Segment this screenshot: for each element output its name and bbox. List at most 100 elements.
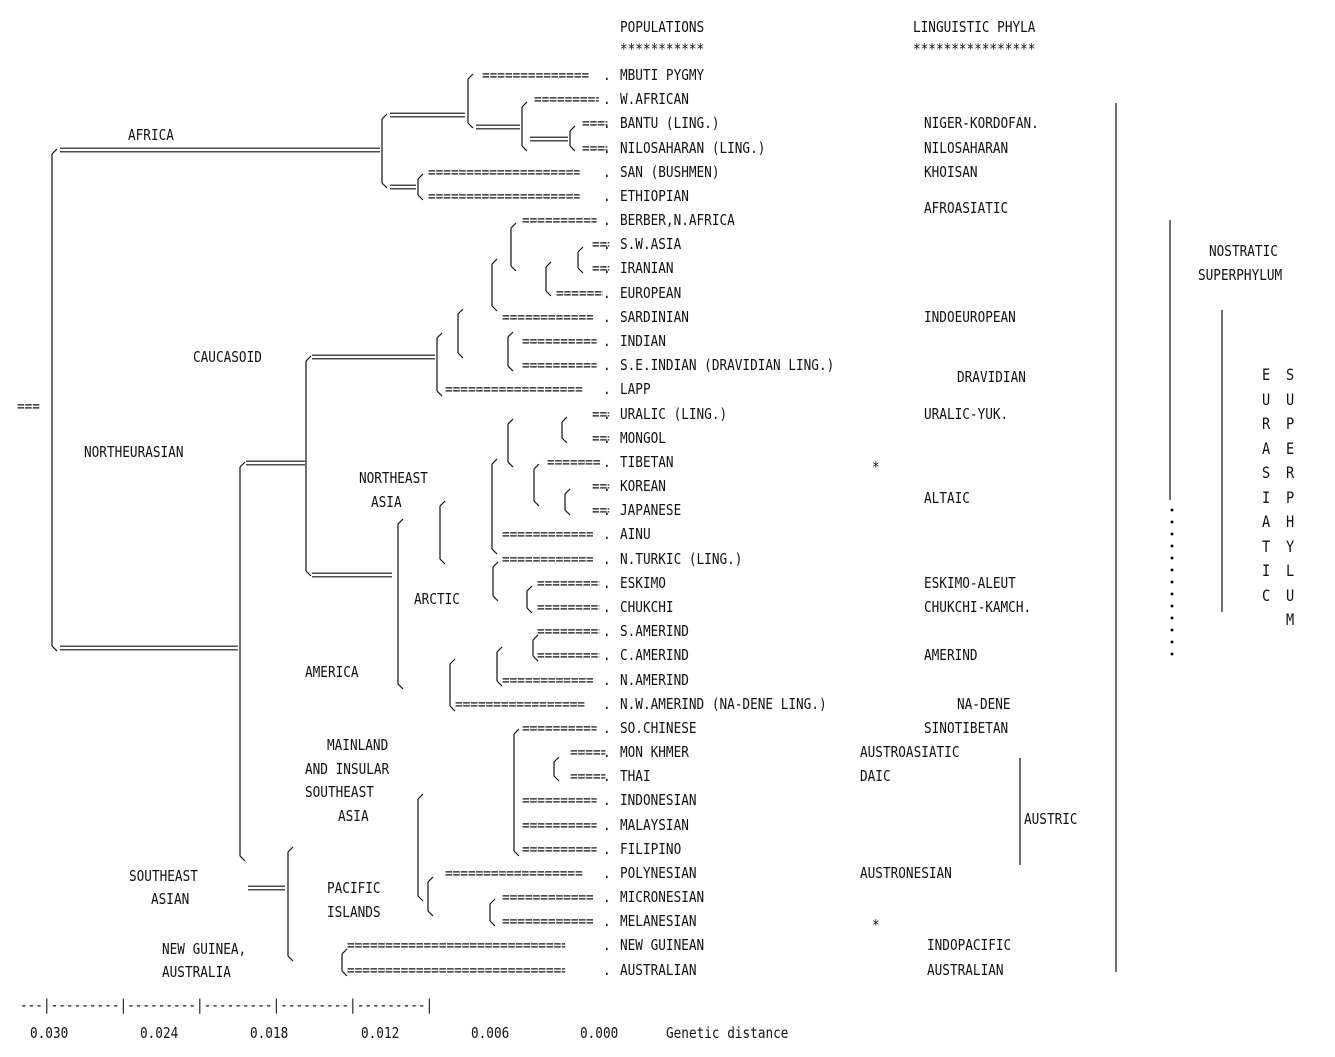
clade-bracket — [496, 680, 503, 687]
population-leader: ======================================== — [347, 960, 565, 979]
population-label: MON KHMER — [620, 743, 689, 762]
population-leader-dot: . — [603, 960, 611, 979]
population-label: S.E.INDIAN (DRAVIDIAN LING.) — [620, 356, 835, 375]
clade-bracket — [449, 658, 456, 665]
superphylum-label: S U P E R P H Y L U M — [1286, 365, 1295, 629]
phylum-label: INDOPACIFIC — [927, 936, 1012, 955]
clade-bracket — [545, 261, 552, 268]
group-label-northeurasian: NORTHEURASIAN — [84, 443, 184, 461]
population-leader-dot: . — [603, 767, 611, 786]
phylum-label: SINOTIBETAN — [924, 718, 1009, 737]
phylum-label: DAIC — [860, 767, 891, 786]
clade-bracket — [532, 655, 539, 662]
dotted-link — [1170, 532, 1174, 536]
phylum-label: NILOSAHARAN — [924, 138, 1009, 157]
population-leader-dot: . — [603, 815, 611, 834]
clade-bracket — [341, 970, 348, 977]
scale-tick-4: 0.012 — [361, 1024, 400, 1042]
population-leader: ======================================== — [592, 501, 609, 520]
population-leader: ======================================== — [445, 380, 583, 399]
clade-bracket — [507, 461, 514, 468]
population-leader-dot: . — [603, 597, 611, 616]
population-leader-dot: . — [603, 477, 611, 496]
scale-tick-2: 0.024 — [140, 1024, 179, 1042]
clade-bracket — [467, 122, 474, 129]
population-leader: ======================================== — [537, 573, 599, 592]
group-label-new-guinea-line2: AUSTRALIA — [162, 963, 231, 981]
clade-bracket — [397, 518, 404, 525]
population-leader: ======================================== — [502, 307, 594, 326]
group-label-northeast-asia-line1: NORTHEAST — [359, 469, 428, 487]
clade-bracket — [417, 194, 424, 201]
clade-bracket — [287, 846, 294, 853]
clade-bracket — [417, 895, 424, 902]
dotted-link — [1170, 640, 1174, 644]
population-leader-dot: . — [603, 549, 611, 568]
phylum-label: ESKIMO-ALEUT — [924, 573, 1016, 592]
population-label: SAN (BUSHMEN) — [620, 162, 720, 181]
population-leader: ======================================== — [537, 622, 599, 641]
population-leader-dot: . — [603, 66, 611, 84]
population-label: BANTU (LING.) — [620, 114, 720, 133]
population-label: MONGOL — [620, 428, 666, 447]
clade-bracket — [491, 258, 498, 265]
dotted-link — [1170, 520, 1174, 524]
population-leader: ======================================== — [445, 863, 583, 882]
clade-bracket — [569, 125, 576, 132]
phylum-label: NIGER-KORDOFAN. — [924, 114, 1039, 133]
eurasiatic-label: E U R A S I A T I C — [1262, 365, 1271, 605]
group-label-caucasoid: CAUCASOID — [193, 348, 262, 366]
population-label: LAPP — [620, 380, 651, 399]
clade-bracket — [239, 855, 246, 862]
population-leader-dot: . — [603, 186, 611, 205]
clade-bracket — [507, 365, 514, 372]
scale-tick-1: 0.030 — [30, 1024, 69, 1042]
population-leader-dot: . — [603, 670, 611, 689]
population-leader: ======================================== — [522, 211, 597, 230]
clade-bracket — [427, 876, 434, 883]
melanesian-asterisk: * — [872, 916, 880, 934]
clade-bracket — [492, 595, 499, 602]
clade-bracket — [526, 585, 533, 592]
phylum-label: AMERIND — [924, 646, 978, 665]
scale-label: Genetic distance — [666, 1024, 789, 1042]
clade-bracket — [545, 290, 552, 297]
population-leader: ======================================== — [534, 90, 599, 109]
population-leader-dot: . — [603, 694, 611, 713]
population-label: CHUKCHI — [620, 597, 674, 616]
clade-bracket — [491, 548, 498, 555]
population-label: BERBER,N.AFRICA — [620, 211, 735, 230]
population-leader: ======================================== — [522, 839, 597, 858]
scale-tick-6: 0.000 — [580, 1024, 619, 1042]
population-leader: ======================================== — [428, 162, 580, 181]
clade-bracket — [553, 775, 560, 782]
population-leader: ======================================== — [570, 767, 606, 786]
population-leader-dot: . — [603, 162, 611, 181]
population-label: AINU — [620, 525, 651, 544]
clade-bracket — [491, 305, 498, 312]
population-leader: ======================================== — [522, 718, 597, 737]
population-leader-dot: . — [603, 138, 611, 157]
population-leader-dot: . — [603, 114, 611, 133]
population-label: AUSTRALIAN — [620, 960, 697, 979]
population-label: KOREAN — [620, 477, 666, 496]
population-leader: ======================================== — [502, 888, 594, 907]
clade-bracket — [449, 705, 456, 712]
population-label: EUROPEAN — [620, 283, 682, 302]
clade-bracket — [381, 113, 388, 120]
clade-bracket — [457, 308, 464, 315]
root-bracket — [51, 148, 58, 155]
population-leader-dot: . — [603, 646, 611, 665]
austric-label: AUSTRIC — [1024, 810, 1078, 828]
clade-bracket — [569, 145, 576, 152]
clade-bracket — [521, 101, 528, 108]
population-label: NILOSAHARAN (LING.) — [620, 138, 766, 157]
population-leader-dot: . — [603, 331, 611, 350]
population-label: THAI — [620, 767, 651, 786]
population-leader: ======================================== — [592, 404, 609, 423]
root-bracket — [51, 645, 58, 652]
phylum-label: NA-DENE — [957, 694, 1011, 713]
dotted-link — [1170, 508, 1174, 512]
clade-bracket — [510, 265, 517, 272]
population-leader-dot: . — [603, 573, 611, 592]
